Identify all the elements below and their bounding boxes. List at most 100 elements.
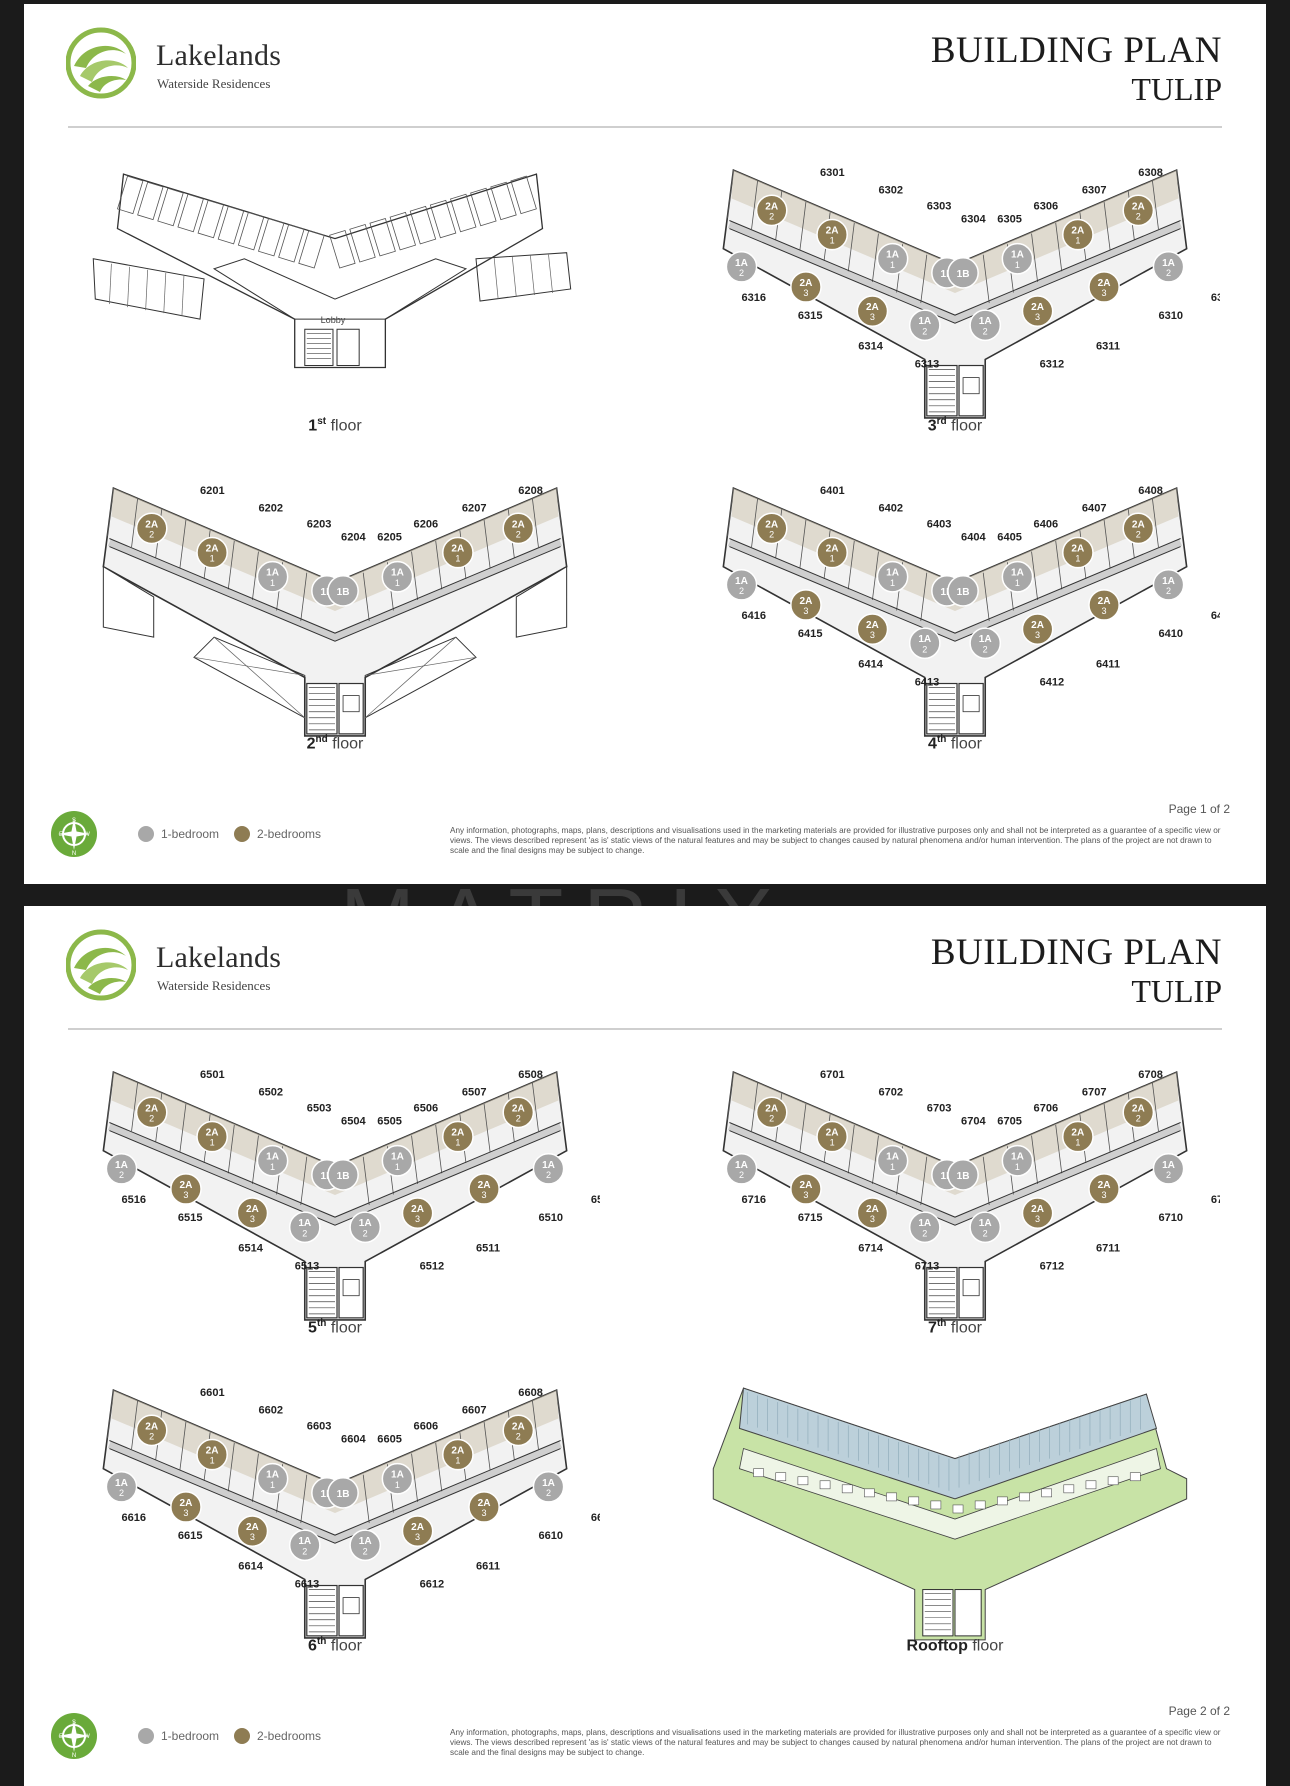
unit-number: 6305	[997, 213, 1022, 225]
unit-number: 6616	[121, 1512, 146, 1524]
svg-text:1: 1	[270, 578, 275, 588]
unit-badge-1bed: 1A1	[256, 1144, 289, 1177]
svg-text:2A: 2A	[145, 519, 158, 530]
unit-badge-1bed: 1A2	[105, 1470, 138, 1503]
legend-2-bedrooms-swatch	[234, 1728, 250, 1744]
unit-number: 6203	[307, 518, 332, 530]
svg-text:2A: 2A	[799, 278, 812, 289]
unit-number: 6416	[741, 610, 766, 622]
svg-text:3: 3	[803, 606, 808, 616]
unit-number: 6703	[927, 1102, 952, 1114]
unit-badge-2bed: 2A3	[1088, 589, 1120, 621]
svg-text:2A: 2A	[1071, 226, 1084, 237]
unit-number: 6308	[1138, 167, 1163, 179]
svg-text:3: 3	[1102, 606, 1107, 616]
brochure-page-1: Lakelands Waterside Residences BUILDING …	[24, 4, 1266, 884]
svg-text:1A: 1A	[298, 1536, 311, 1547]
svg-text:1A: 1A	[979, 316, 992, 327]
svg-text:3: 3	[183, 1190, 188, 1200]
unit-badge-1bed: 1A2	[1152, 250, 1185, 283]
lakelands-logo: Lakelands Waterside Residences	[66, 928, 426, 1008]
legend-1-bedroom: 1-bedroom	[138, 1728, 219, 1744]
svg-text:2A: 2A	[799, 596, 812, 607]
svg-text:1: 1	[830, 554, 835, 564]
svg-text:1B: 1B	[941, 1171, 954, 1182]
svg-text:1A: 1A	[266, 1152, 279, 1163]
svg-text:1A: 1A	[266, 1470, 279, 1481]
svg-text:2: 2	[119, 1488, 124, 1498]
svg-text:2A: 2A	[866, 620, 879, 631]
svg-text:1: 1	[1015, 1162, 1020, 1172]
svg-text:1A: 1A	[735, 1160, 748, 1171]
legend-2-bedrooms: 2-bedrooms	[234, 826, 321, 842]
svg-text:2: 2	[1166, 1170, 1171, 1180]
unit-badge-2bed: 2A2	[502, 1096, 535, 1129]
floor-label-1st: 1st floor	[308, 416, 362, 435]
unit-number: 6205	[377, 531, 402, 543]
svg-text:2: 2	[769, 1113, 774, 1123]
unit-badge-2bed: 2A3	[468, 1173, 500, 1205]
svg-text:1: 1	[455, 1456, 460, 1466]
unit-number: 6309	[1211, 292, 1220, 304]
unit-badge-2bed: 2A3	[856, 295, 889, 327]
svg-text:3: 3	[250, 1532, 255, 1542]
compass-letter: S	[72, 1720, 76, 1726]
unit-badge-1bed: 1A2	[725, 250, 758, 283]
svg-text:2: 2	[516, 1431, 521, 1441]
svg-text:2: 2	[516, 1113, 521, 1123]
svg-text:2: 2	[1166, 268, 1171, 278]
svg-text:1A: 1A	[391, 1152, 404, 1163]
unit-badge-1bed: 1A1	[1001, 1144, 1034, 1177]
unit-badge-2bed: 2A3	[468, 1491, 500, 1523]
svg-text:3: 3	[482, 1190, 487, 1200]
unit-badge-1bed: 1A1	[381, 1144, 414, 1177]
unit-number: 6206	[414, 518, 439, 530]
unit-badge-2bed: 2A2	[135, 1096, 168, 1129]
svg-text:1: 1	[395, 1162, 400, 1172]
svg-text:2: 2	[363, 1228, 368, 1238]
svg-text:2A: 2A	[179, 1498, 192, 1509]
svg-text:2: 2	[769, 529, 774, 539]
unit-number: 6311	[1096, 340, 1120, 352]
svg-text:1: 1	[270, 1162, 275, 1172]
unit-number: 6501	[200, 1069, 225, 1081]
compass-letter: E	[59, 1734, 63, 1740]
unit-number: 6512	[420, 1261, 445, 1273]
svg-text:1A: 1A	[918, 1218, 931, 1229]
svg-text:2A: 2A	[1071, 544, 1084, 555]
svg-text:1A: 1A	[886, 250, 899, 261]
svg-text:1A: 1A	[735, 576, 748, 587]
legend-2-bedrooms-swatch	[234, 826, 250, 842]
unit-badge-2bed: 2A3	[1021, 613, 1054, 645]
unit-badge-1bed: 1A1	[381, 1462, 414, 1495]
unit-number: 6503	[307, 1102, 332, 1114]
unit-number: 6412	[1040, 677, 1065, 689]
unit-number: 6613	[295, 1579, 320, 1591]
svg-text:1A: 1A	[115, 1160, 128, 1171]
unit-badge-1bed: 1A1	[876, 242, 909, 275]
unit-badge-2bed: 2A1	[196, 536, 228, 569]
compass-letter: W	[84, 1734, 90, 1740]
svg-text:2A: 2A	[206, 544, 219, 555]
unit-badge-1bed: 1A1	[876, 1144, 909, 1177]
unit-number: 6715	[798, 1212, 823, 1224]
svg-text:2: 2	[1136, 529, 1141, 539]
unit-badge-2bed: 2A1	[816, 218, 848, 251]
disclaimer: Any information, photographs, maps, plan…	[450, 1728, 1221, 1757]
svg-text:2A: 2A	[512, 1421, 525, 1432]
unit-number: 6511	[476, 1242, 500, 1254]
unit-badge-2bed: 2A3	[170, 1173, 202, 1205]
unit-badge-2bed: 2A3	[856, 1197, 889, 1229]
svg-text:2A: 2A	[1132, 1103, 1145, 1114]
svg-text:3: 3	[415, 1532, 420, 1542]
unit-badge-2bed: 2A1	[196, 1438, 228, 1471]
unit-number: 6301	[820, 167, 845, 179]
rooftop-structure	[712, 1387, 1188, 1641]
svg-text:2A: 2A	[206, 1446, 219, 1457]
unit-number: 6604	[341, 1433, 366, 1445]
svg-text:2: 2	[119, 1170, 124, 1180]
